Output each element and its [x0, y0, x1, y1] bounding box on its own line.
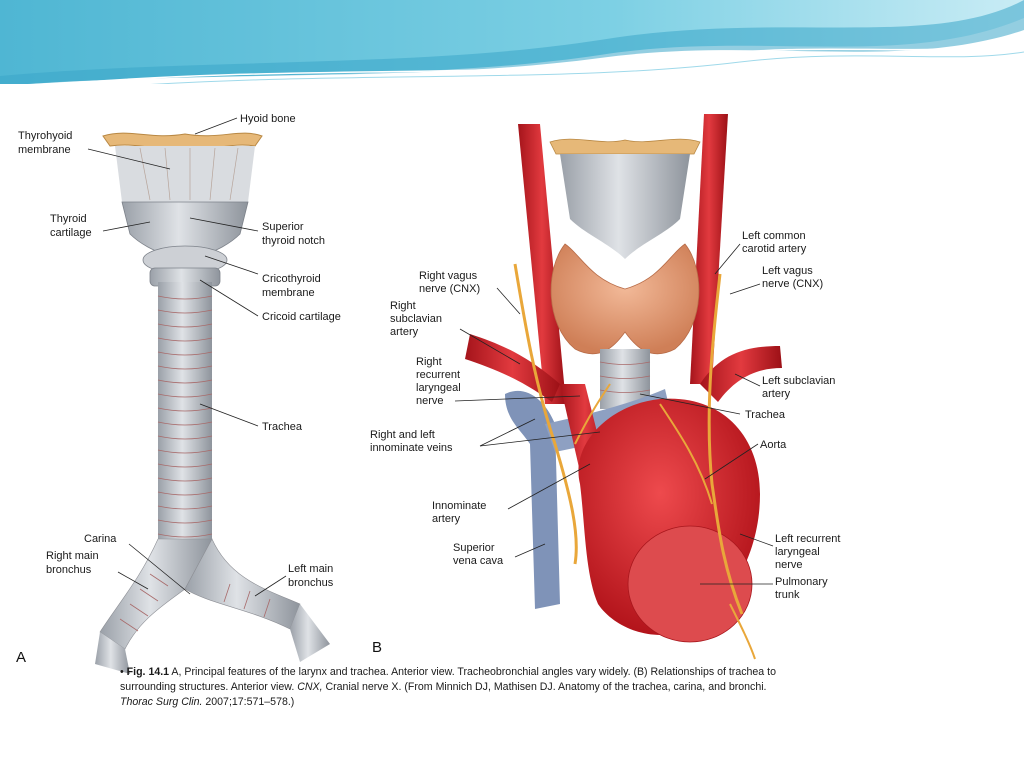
- label-innominate-artery-2: artery: [432, 513, 461, 525]
- label-right-main-bronchus-1: Right main: [46, 550, 99, 562]
- label-superior-thyroid-notch-1: Superior: [262, 221, 304, 233]
- label-innominate-artery-1: Innominate: [432, 500, 486, 512]
- figure-caption: • Fig. 14.1 A, Principal features of the…: [120, 665, 780, 710]
- label-innominate-veins-1: Right and left: [370, 429, 435, 441]
- header-wave-banner: [0, 0, 1024, 89]
- caption-text-2: Cranial nerve X. (From Minnich DJ, Mathi…: [322, 681, 767, 693]
- label-left-vagus-nerve-2: nerve (CNX): [762, 278, 823, 290]
- label-left-recurrent-1: Left recurrent: [775, 533, 840, 545]
- label-trachea-b: Trachea: [745, 409, 786, 421]
- label-right-subclavian-2: subclavian: [390, 313, 442, 325]
- superior-vena-cava-shape: [505, 390, 560, 609]
- trachea-tube-shape: [158, 282, 212, 544]
- label-cricothyroid-membrane-2: membrane: [262, 287, 315, 299]
- label-left-common-carotid-2: carotid artery: [742, 243, 807, 255]
- label-right-subclavian-1: Right: [390, 300, 416, 312]
- left-vagus-nerve-shape: [707, 273, 744, 615]
- anatomy-figure: A Hyoid bone Thyrohyoid membrane Thyroid…: [16, 113, 840, 674]
- label-aorta: Aorta: [760, 439, 787, 451]
- panel-b-letter: B: [372, 639, 382, 656]
- panel-a-letter: A: [16, 649, 26, 666]
- label-pulmonary-trunk-1: Pulmonary: [775, 576, 828, 588]
- caption-text-3: 2007;17:571–578.): [202, 696, 295, 708]
- caption-figure-label: Fig. 14.1: [126, 666, 170, 678]
- label-trachea-a: Trachea: [262, 421, 303, 433]
- caption-cnx: CNX,: [297, 681, 323, 693]
- left-common-carotid-shape: [690, 114, 728, 384]
- label-hyoid-bone: Hyoid bone: [240, 113, 296, 125]
- caption-text-1: A, Principal features of the larynx and …: [120, 666, 776, 693]
- figure-panel: A Hyoid bone Thyrohyoid membrane Thyroid…: [0, 84, 876, 716]
- label-carina: Carina: [84, 533, 117, 545]
- label-thyrohyoid-membrane-1: Thyrohyoid: [18, 130, 72, 142]
- label-left-recurrent-3: nerve: [775, 559, 803, 571]
- label-thyroid-cartilage-1: Thyroid: [50, 213, 87, 225]
- label-left-main-bronchus-1: Left main: [288, 563, 333, 575]
- label-thyroid-cartilage-2: cartilage: [50, 227, 92, 239]
- label-thyrohyoid-membrane-2: membrane: [18, 144, 71, 156]
- label-right-vagus-nerve-1: Right vagus: [419, 270, 478, 282]
- label-cricoid-cartilage: Cricoid cartilage: [262, 311, 341, 323]
- right-subclavian-artery-shape: [465, 334, 560, 402]
- label-right-main-bronchus-2: bronchus: [46, 564, 92, 576]
- label-right-recurrent-3: laryngeal: [416, 382, 461, 394]
- label-cricothyroid-membrane-1: Cricothyroid: [262, 273, 321, 285]
- label-left-subclavian-2: artery: [762, 388, 791, 400]
- label-superior-vena-cava-2: vena cava: [453, 555, 504, 567]
- label-left-recurrent-2: laryngeal: [775, 546, 820, 558]
- right-common-carotid-shape: [518, 124, 566, 404]
- thyrohyoid-membrane-shape: [115, 146, 255, 202]
- label-right-recurrent-2: recurrent: [416, 369, 460, 381]
- label-superior-thyroid-notch-2: thyroid notch: [262, 235, 325, 247]
- label-superior-vena-cava-1: Superior: [453, 542, 495, 554]
- label-pulmonary-trunk-2: trunk: [775, 589, 800, 601]
- caption-bullet: •: [120, 666, 124, 678]
- panel-a-illustration: [87, 117, 330, 674]
- label-innominate-veins-2: innominate veins: [370, 442, 453, 454]
- thyroid-gland-shape: [550, 243, 700, 355]
- right-vagus-nerve-shape: [513, 263, 578, 565]
- label-right-subclavian-3: artery: [390, 326, 419, 338]
- label-left-main-bronchus-2: bronchus: [288, 577, 334, 589]
- label-left-vagus-nerve-1: Left vagus: [762, 265, 813, 277]
- tracheal-rings: [157, 295, 213, 538]
- label-left-subclavian-1: Left subclavian: [762, 375, 835, 387]
- label-right-recurrent-1: Right: [416, 356, 442, 368]
- label-left-common-carotid-1: Left common: [742, 230, 806, 242]
- label-right-recurrent-4: nerve: [416, 395, 444, 407]
- left-subclavian-artery-shape: [700, 346, 782, 402]
- label-right-vagus-nerve-2: nerve (CNX): [419, 283, 480, 295]
- panel-b-illustration: [454, 114, 782, 660]
- caption-journal: Thorac Surg Clin.: [120, 696, 203, 708]
